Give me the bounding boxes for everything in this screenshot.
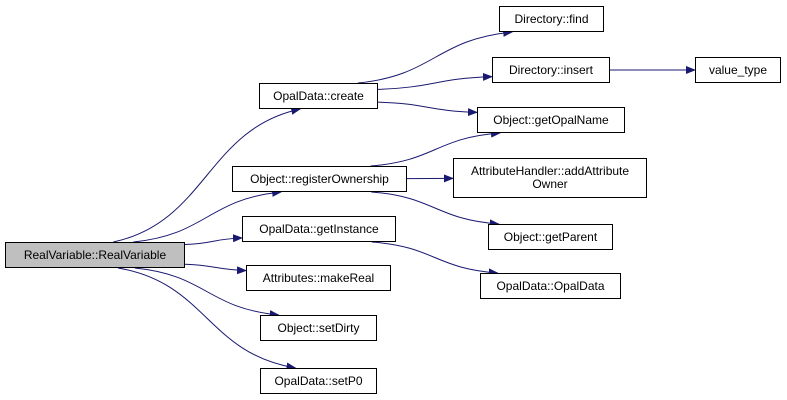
node-object-getopalname[interactable]: Object::getOpalName — [477, 107, 625, 133]
node-object-setdirty[interactable]: Object::setDirty — [260, 315, 377, 341]
node-object-registerownership[interactable]: Object::registerOwnership — [232, 166, 407, 192]
node-value-type[interactable]: value_type — [695, 57, 781, 83]
edge-realvariable-to-object-registerownership — [133, 188, 283, 243]
node-opaldata-create[interactable]: OpalData::create — [259, 83, 378, 109]
node-directory-find[interactable]: Directory::find — [499, 6, 604, 32]
edge-object-registerownership-to-object-getopalname — [370, 129, 501, 167]
edge-realvariable-to-opaldata-setp0 — [117, 267, 297, 371]
edge-opaldata-create-to-directory-find — [357, 28, 514, 84]
edge-realvariable-to-object-setdirty — [134, 267, 280, 319]
node-opaldata-opaldata[interactable]: OpalData::OpalData — [480, 273, 621, 299]
node-object-getparent[interactable]: Object::getParent — [488, 224, 613, 250]
node-opaldata-setp0[interactable]: OpalData::setP0 — [260, 368, 377, 394]
edge-opaldata-getinstance-to-opaldata-opaldata — [371, 241, 499, 277]
edge-realvariable-to-attributes-makereal — [184, 263, 247, 275]
node-directory-insert[interactable]: Directory::insert — [492, 57, 610, 83]
node-attributehandler-addattributeowner[interactable]: AttributeHandler::addAttribute Owner — [453, 158, 647, 198]
node-attributes-makereal[interactable]: Attributes::makeReal — [246, 265, 391, 291]
edge-realvariable-to-opaldata-getinstance — [184, 234, 243, 246]
edge-opaldata-create-to-directory-insert — [377, 72, 493, 90]
edge-opaldata-create-to-object-getopalname — [377, 101, 478, 117]
edge-object-registerownership-to-object-getparent — [371, 191, 500, 228]
node-opaldata-getinstance[interactable]: OpalData::getInstance — [242, 216, 396, 242]
node-realvariable-realvariable[interactable]: RealVariable::RealVariable — [5, 242, 185, 268]
edge-realvariable-to-opaldata-create — [113, 106, 302, 243]
